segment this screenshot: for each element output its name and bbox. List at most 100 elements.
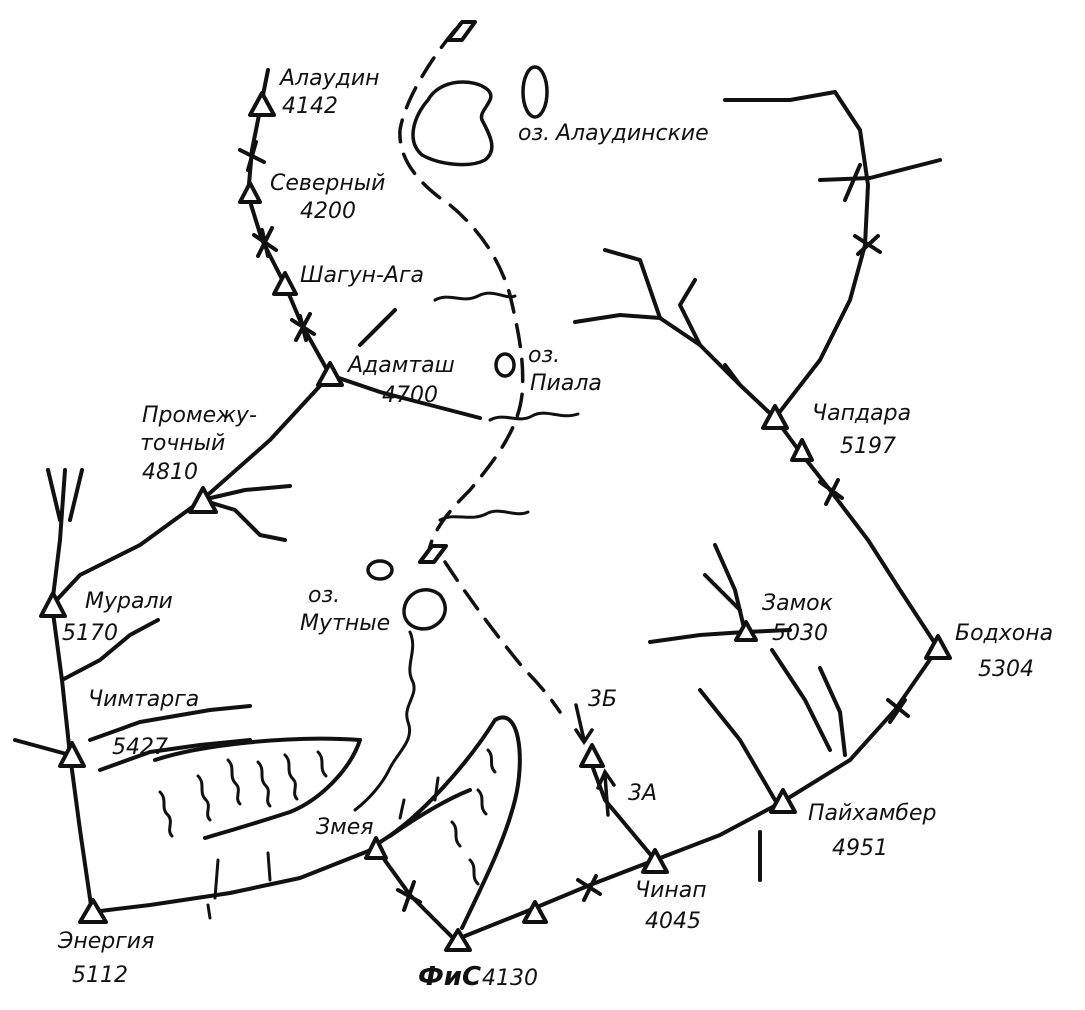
label-chapdara: Чапдара — [812, 401, 911, 426]
glacier-squiggle-6 — [316, 750, 328, 778]
ridge-chapdara-north-branch — [723, 90, 837, 102]
stream-wave-1 — [433, 291, 517, 302]
label-route-3b: 3Б — [588, 687, 617, 712]
ridge-zamok-north — [713, 543, 747, 634]
label-fis: ФиС — [418, 962, 481, 992]
peaks — [39, 91, 952, 952]
peak-promezhutochny-icon — [188, 486, 218, 514]
glacier-chimtarga — [153, 736, 362, 840]
glacier-fis — [373, 715, 522, 930]
lakes — [366, 65, 549, 631]
label-lake-mutnye-prefix: оз. — [308, 583, 340, 608]
ridge-west-fork2 — [68, 468, 84, 522]
ridge-chimtarga-west — [13, 738, 72, 757]
ridge-murali-spur — [60, 618, 160, 682]
label-lake-alaudinskie: Алаудинские — [554, 121, 709, 146]
hut-north-icon — [446, 20, 477, 42]
glacier-squiggle-3 — [226, 758, 242, 806]
streams — [433, 291, 580, 522]
label-chimtarga: Чимтарга — [88, 687, 199, 712]
glacier-squiggle-5 — [283, 753, 299, 801]
glacier-tick1 — [398, 798, 406, 820]
peak-3a-icon — [579, 743, 605, 768]
ridge-adamtash-north-spur — [358, 308, 397, 347]
peak-murali-icon — [39, 591, 67, 618]
ridge-zamok-s2 — [818, 666, 847, 757]
trail-main — [398, 28, 525, 557]
pass-chapdara-north-icon — [853, 234, 882, 256]
peak-chimtarga-icon — [58, 741, 86, 768]
ridge-chimtarga-spur1 — [88, 704, 252, 742]
lake-mutnye-small — [366, 559, 394, 581]
peak-severny-icon — [238, 181, 262, 204]
label-route-3a: 3А — [628, 781, 657, 806]
label-bodkhona: Бодхона — [955, 621, 1053, 646]
pass-chapdara-bodkhona-icon — [818, 478, 844, 506]
peak-fis-chinap-icon — [522, 900, 548, 924]
ridge-chapdara-west-br1 — [603, 248, 662, 320]
pass-zmeya-fis-icon — [396, 880, 422, 912]
ridge-east — [773, 416, 940, 804]
label-shagun-aga: Шагун-Ага — [300, 263, 424, 288]
ridge-west — [50, 468, 94, 914]
pass-severny-shagun-icon — [252, 226, 278, 258]
label-murali: Мурали — [85, 589, 173, 614]
labels: Алаудин 4142 Северный 4200 Шагун-Ага Ада… — [57, 66, 1053, 992]
glacier-tick2 — [433, 776, 440, 802]
glacier-squiggle-7 — [486, 748, 497, 774]
peak-chapdara-icon — [761, 404, 789, 430]
peak-zmeya-icon — [364, 836, 388, 860]
huts — [418, 20, 477, 564]
ridge-chinap-3a — [588, 758, 657, 862]
label-severny: Северный — [270, 171, 385, 196]
ridge-chapdara-west-br3 — [723, 363, 742, 387]
glacier-squiggle-9 — [450, 820, 462, 848]
peak-chapdara-sub-icon — [790, 438, 814, 462]
label-chimtarga-height: 5427 — [112, 735, 168, 760]
lake-mutnye-big — [402, 588, 447, 631]
glacier-squiggle-8 — [476, 788, 488, 816]
ridge-zamok-west — [648, 630, 747, 644]
stream-wave-3 — [438, 509, 530, 522]
glaciers — [153, 715, 522, 930]
peak-paikhamber-icon — [769, 788, 797, 814]
label-promezhutochny-height: 4810 — [142, 460, 198, 485]
ridge-east-top — [818, 158, 942, 182]
peak-bodkhona-icon — [924, 634, 952, 660]
stream-mutnye — [353, 630, 416, 812]
label-alaudin: Алаудин — [278, 66, 380, 91]
ridge-zamok-s1 — [770, 648, 832, 752]
label-adamtash: Адамташ — [346, 353, 455, 378]
label-zmeya: Змея — [316, 815, 373, 840]
route-3b-arrow — [574, 703, 594, 746]
label-energia-height: 5112 — [72, 963, 128, 988]
ridge-adamtash-spur — [328, 373, 482, 420]
ridge-chapdara-west — [573, 313, 777, 420]
peak-fis-icon — [444, 928, 472, 952]
ridge-south-tick2 — [266, 851, 272, 882]
pass-chinap-west-icon — [576, 874, 602, 902]
glacier-squiggle-4 — [256, 760, 272, 808]
label-murali-height: 5170 — [62, 621, 118, 646]
label-promezhutochny-1: Промежу- — [142, 403, 257, 428]
label-energia: Энергия — [57, 929, 154, 954]
label-bodkhona-height: 5304 — [978, 657, 1034, 682]
ridge-chapdara-north — [773, 90, 870, 420]
label-zamok: Замок — [762, 591, 834, 616]
label-lake-mutnye: Мутные — [300, 611, 390, 636]
ridge-promezh-spur1 — [200, 484, 292, 502]
passes — [238, 140, 910, 912]
route-3a-arrow — [596, 768, 616, 817]
peak-zamok-icon — [734, 620, 758, 642]
label-severny-height: 4200 — [300, 199, 356, 224]
label-promezhutochny-2: точный — [140, 431, 225, 456]
route-arrows — [574, 703, 616, 817]
glacier-squiggle-1 — [158, 790, 174, 838]
trail-south — [443, 560, 562, 714]
glacier-fis-inner — [388, 788, 472, 838]
label-zamok-height: 5030 — [772, 621, 828, 646]
ridge-south-tick3 — [206, 903, 212, 920]
pass-shagun-adamtash-icon — [290, 312, 316, 342]
label-chapdara-height: 5197 — [840, 434, 896, 459]
